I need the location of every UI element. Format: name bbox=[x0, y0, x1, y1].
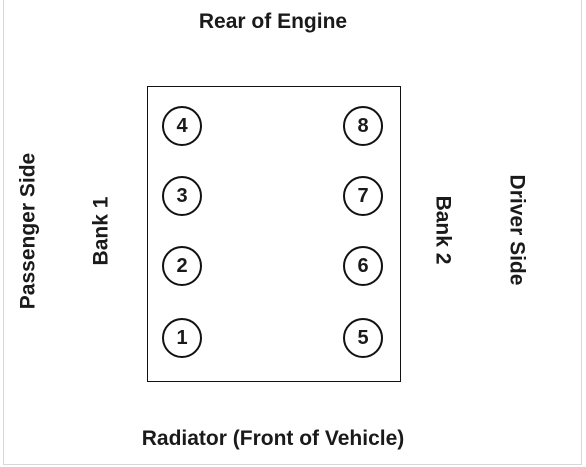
cylinder-number: 4 bbox=[176, 115, 188, 137]
cylinder-number: 1 bbox=[176, 327, 188, 349]
cylinder-5: 5 bbox=[343, 318, 383, 358]
cylinder-number: 2 bbox=[176, 255, 188, 277]
passenger-side-label: Passenger Side bbox=[16, 152, 40, 310]
bank-2-label: Bank 2 bbox=[431, 195, 455, 265]
rear-of-engine-label: Rear of Engine bbox=[198, 10, 348, 33]
radiator-front-label: Radiator (Front of Vehicle) bbox=[141, 427, 405, 450]
cylinder-8: 8 bbox=[343, 106, 383, 146]
cylinder-number: 6 bbox=[357, 255, 369, 277]
cylinder-1: 1 bbox=[162, 318, 202, 358]
engine-block bbox=[147, 86, 401, 382]
cylinder-number: 5 bbox=[357, 327, 369, 349]
cylinder-2: 2 bbox=[162, 246, 202, 286]
cylinder-number: 8 bbox=[357, 115, 369, 137]
bank-1-label: Bank 1 bbox=[89, 196, 113, 266]
cylinder-number: 7 bbox=[357, 185, 369, 207]
cylinder-3: 3 bbox=[162, 176, 202, 216]
driver-side-label: Driver Side bbox=[505, 174, 529, 286]
cylinder-7: 7 bbox=[343, 176, 383, 216]
cylinder-number: 3 bbox=[176, 185, 188, 207]
diagram-frame bbox=[3, 0, 582, 465]
cylinder-6: 6 bbox=[343, 246, 383, 286]
cylinder-4: 4 bbox=[162, 106, 202, 146]
